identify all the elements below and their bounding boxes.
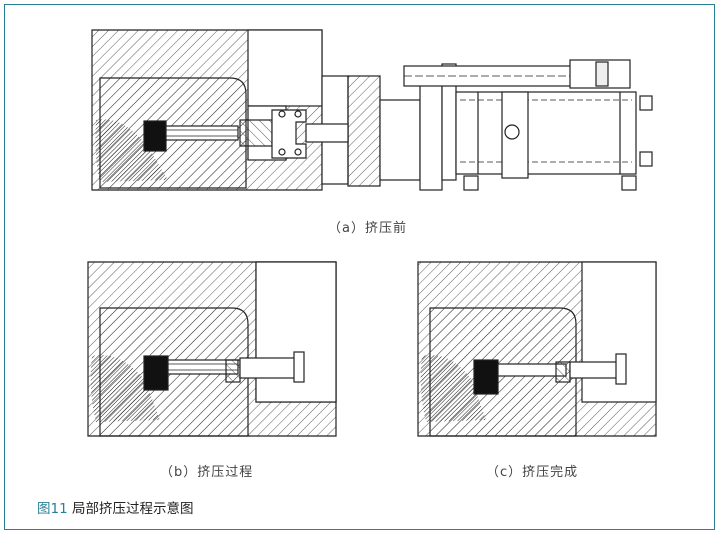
figure-title: 图11 局部挤压过程示意图 xyxy=(37,497,193,517)
panel-c-caption: （c）挤压完成 xyxy=(486,465,579,480)
panel-b-caption: （b）挤压过程 xyxy=(160,465,254,480)
figure-title-text: 局部挤压过程示意图 xyxy=(71,501,194,517)
figure-number: 图11 xyxy=(37,501,68,517)
panel-a-caption: （a）挤压前 xyxy=(328,221,407,236)
panel-b-drawing xyxy=(87,261,337,437)
panel-c-drawing xyxy=(417,261,657,437)
panel-a-drawing xyxy=(91,29,653,191)
figure-frame xyxy=(4,4,715,530)
